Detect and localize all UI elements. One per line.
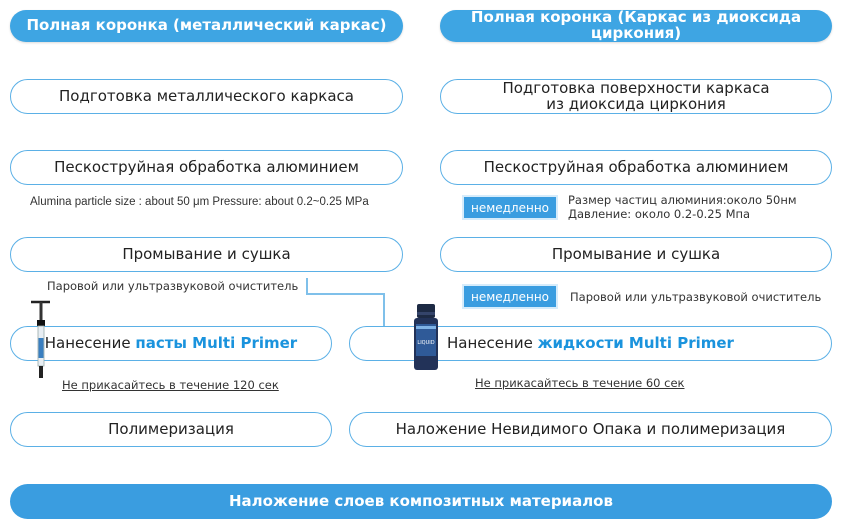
footer-step: Наложение слоев композитных материалов [10,484,832,519]
right-step-prep-line1: Подготовка поверхности каркаса [502,78,770,97]
left-step-cure: Полимеризация [10,412,332,447]
right-step-apply-prefix: Нанесение [447,333,538,352]
left-note-blast: Alumina particle size : about 50 μm Pres… [30,196,369,208]
connector-line [383,293,385,327]
right-step-prep-line2: из диоксида циркония [546,94,726,113]
right-step-wash: Промывание и сушка [440,237,832,272]
right-note-blast-line2: Давление: около 0.2-0.25 Мпа [568,207,751,221]
left-step-wash: Промывание и сушка [10,237,403,272]
connector-line [306,278,308,294]
left-note-wash: Паровой или ультразвуковой очиститель [47,279,299,293]
right-badge-wash: немедленно [462,284,558,309]
left-header: Полная коронка (металлический каркас) [10,10,403,42]
right-step-apply-highlight: жидкости Multi Primer [537,333,734,352]
liquid-bottle-label: LIQUID [417,340,434,346]
right-step-prep: Подготовка поверхности каркаса из диокси… [440,79,832,114]
syringe-image [31,300,50,378]
left-note-apply: Не прикасайтесь в течение 120 сек [62,378,279,392]
left-step-apply: Нанесение пасты Multi Primer [10,326,332,361]
right-step-blast: Пескоструйная обработка алюминием [440,150,832,185]
right-note-apply: Не прикасайтесь в течение 60 сек [475,376,685,390]
right-step-cure: Наложение Невидимого Опака и полимеризац… [349,412,832,447]
liquid-bottle-image: LIQUID [414,304,438,370]
right-note-wash: Паровой или ультразвуковой очиститель [570,290,822,304]
right-header: Полная коронка (Каркас из диоксида цирко… [440,9,832,42]
left-step-apply-highlight: пасты Multi Primer [135,333,298,352]
right-badge-blast: немедленно [462,195,558,220]
left-step-blast: Пескоструйная обработка алюминием [10,150,403,185]
left-step-prep: Подготовка металлического каркаса [10,79,403,114]
left-step-apply-prefix: Нанесение [44,333,136,352]
connector-line [306,293,384,295]
right-note-blast-line1: Размер частиц алюминия:около 50нм [568,193,797,207]
